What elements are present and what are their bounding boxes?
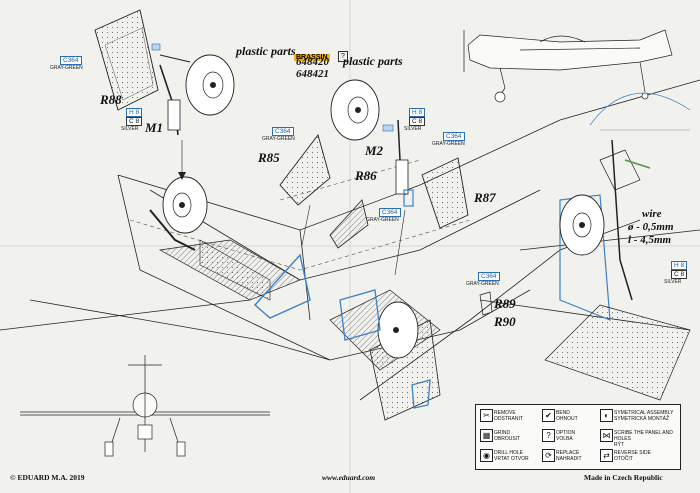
m2-blue-pin <box>382 124 394 132</box>
paint-c8-2: C 8 <box>409 117 426 126</box>
left-strut-lower <box>149 209 196 251</box>
symmetry-icon: ◐ <box>600 409 613 422</box>
part-label-r85: R85 <box>258 150 280 165</box>
aircraft-front-view <box>20 355 270 457</box>
paint-silver-1: SILVER <box>121 126 139 132</box>
footer-website: www.eduard.com <box>322 473 376 482</box>
r85-door <box>279 134 331 206</box>
left-main-wheel <box>162 176 208 234</box>
question-icon: ? <box>337 51 348 62</box>
brassin-code-1: 648420 <box>296 56 329 68</box>
center-wheel-bay <box>329 289 441 421</box>
aircraft-side-view <box>463 29 673 103</box>
paint-c364-5: C364 <box>478 272 500 281</box>
m1-blue-pin <box>151 43 161 51</box>
paint-silver-3: SILVER <box>664 279 682 285</box>
center-wheel <box>330 79 380 141</box>
question-icon: ? <box>542 429 555 442</box>
r86-door <box>329 199 369 249</box>
grind-icon: ▦ <box>480 429 493 442</box>
paint-h8-3: H 8 <box>671 261 688 270</box>
r85-guide-line <box>301 204 311 246</box>
m2-guide-line <box>394 209 406 276</box>
r89-part <box>479 291 493 316</box>
part-label-r86: R86 <box>355 168 377 183</box>
part-label-r90: R90 <box>494 314 516 329</box>
paint-silver-2: SILVER <box>404 126 422 132</box>
part-label-m2: M2 <box>365 143 384 158</box>
m2-strut <box>395 119 409 196</box>
paint-c8-1: C 8 <box>126 117 143 126</box>
part-label-r89: R89 <box>494 296 516 311</box>
wire-diameter: ø - 0,5mm <box>628 221 674 233</box>
r87-door <box>421 157 469 229</box>
footer-made-in: Made in Czech Republic <box>584 473 663 482</box>
part-label-r87: R87 <box>474 190 496 205</box>
brassin-code-2: 648421 <box>296 68 329 80</box>
left-wheel-bay <box>158 239 301 301</box>
drill-icon: ◉ <box>480 449 493 462</box>
scissors-icon: ✂ <box>480 409 493 422</box>
part-label-m1: M1 <box>145 120 164 135</box>
paint-gray-green-2: GRAY-GREEN <box>262 136 295 142</box>
bend-icon: ✔ <box>542 409 555 422</box>
paint-c364-1: C364 <box>60 56 82 65</box>
paint-h8-1: H 8 <box>126 108 143 117</box>
brassin-block: BRASSIN ? <box>294 46 348 64</box>
plastic-parts-label-1: plastic parts <box>236 44 296 58</box>
paint-gray-green-1: GRAY-GREEN <box>50 65 83 71</box>
paint-gray-green-5: GRAY-GREEN <box>466 281 499 287</box>
paint-gray-green-3: GRAY-GREEN <box>432 141 465 147</box>
wire-length: l - 4,5mm <box>628 234 672 246</box>
paint-c364-4: C364 <box>379 208 401 217</box>
footer-copyright: © EDUARD M.A. 2019 <box>10 473 85 482</box>
reverse-icon: ⇄ <box>600 449 613 462</box>
m1-strut <box>159 54 191 136</box>
wire-label: wire <box>642 208 662 220</box>
paint-c8-3: C 8 <box>671 270 688 279</box>
brassin-logo: BRASSIN <box>294 54 330 61</box>
r85-installed-outline <box>254 253 311 319</box>
paint-c364-2: C364 <box>272 127 294 136</box>
paint-gray-green-4: GRAY-GREEN <box>366 217 399 223</box>
m2-blue-part <box>403 189 414 207</box>
upper-left-wheel <box>185 54 235 116</box>
paint-c364-3: C364 <box>443 132 465 141</box>
replace-icon: ⟳ <box>542 449 555 462</box>
right-wheel-detail <box>544 92 691 401</box>
paint-h8-2: H 8 <box>409 108 426 117</box>
part-label-r88: R88 <box>100 92 122 107</box>
scribe-icon: ⋈ <box>600 429 613 442</box>
plastic-parts-label-2: plastic parts <box>343 54 403 68</box>
r88-door <box>94 9 159 111</box>
